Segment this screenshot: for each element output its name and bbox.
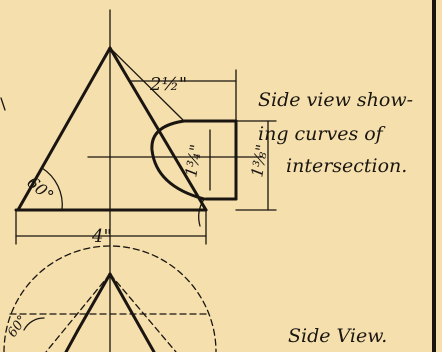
cone-elevation (14, 46, 208, 212)
caption-plan: Side View. (288, 325, 387, 347)
angle-label-plan: 60° (5, 313, 31, 340)
caption-side-line-2: ing curves of (258, 123, 386, 145)
dimension-label-top: 2½" (149, 74, 187, 95)
caption-side-line-3: intersection. (286, 155, 407, 177)
cylinder-side-view (150, 119, 238, 227)
dimension-base (15, 209, 207, 245)
angle-arc-elevation (41, 167, 63, 211)
caption-side-line-1: Side view show- (258, 89, 413, 111)
dimension-right (209, 120, 277, 211)
dimension-label-base: 4" (91, 226, 112, 247)
plan-view (3, 245, 217, 352)
dimension-top (129, 69, 237, 121)
stray-mark (0, 97, 6, 111)
dimension-label-inner: 1¾" (181, 143, 205, 179)
projection-line (109, 47, 185, 122)
